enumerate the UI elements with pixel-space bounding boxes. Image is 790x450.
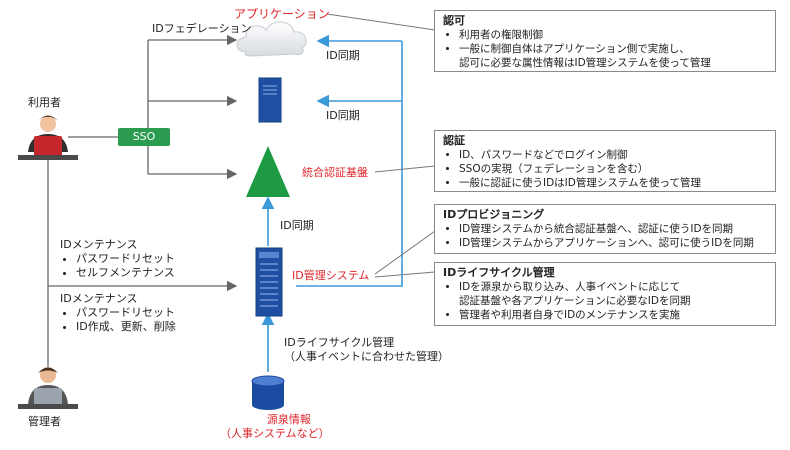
callout-item: 一般に制御自体はアプリケーション側で実施し、 認可に必要な属性情報はID管理シス… — [459, 42, 769, 70]
callout-item: 利用者の権限制御 — [459, 28, 769, 42]
auth-platform-label: 統合認証基盤 — [302, 166, 368, 179]
lifecycle-label-line2: （人事イベントに合わせた管理） — [284, 350, 449, 363]
callout-item: 管理者や利用者自身でIDのメンテナンスを実施 — [459, 308, 769, 322]
authorization-callout: 認可 利用者の権限制御 一般に制御自体はアプリケーション側で実施し、 認可に必要… — [434, 10, 776, 72]
user-maintenance-item: セルフメンテナンス — [76, 266, 175, 280]
source-label-line2: （人事システムなど） — [220, 427, 330, 440]
user-maintenance-item: パスワードリセット — [76, 252, 175, 266]
callout-item: SSOの実現（フェデレーションを含む） — [459, 162, 769, 176]
callout-item: ID、パスワードなどでログイン制御 — [459, 148, 769, 162]
triangle-icon — [246, 146, 290, 197]
server-rack-icon — [255, 247, 283, 317]
lifecycle-callout: IDライフサイクル管理 IDを源泉から取り込み、人事イベントに応じて 認証基盤や… — [434, 262, 776, 326]
callout-item: ID管理システムからアプリケーションへ、認可に使うIDを同期 — [459, 236, 769, 250]
idsync-label-2: ID同期 — [326, 109, 360, 122]
id-system-label: ID管理システム — [292, 269, 370, 282]
lifecycle-label-line1: IDライフサイクル管理 — [284, 336, 395, 349]
provisioning-lines — [261, 34, 403, 372]
user-connectors — [47, 34, 238, 370]
admin-label: 管理者 — [28, 415, 61, 428]
user-maintenance-title: IDメンテナンス — [60, 238, 138, 251]
source-label: 源泉情報 （人事システムなど） — [220, 413, 330, 441]
authentication-callout: 認証 ID、パスワードなどでログイン制御 SSOの実現（フェデレーションを含む）… — [434, 130, 776, 192]
callout-item: IDを源泉から取り込み、人事イベントに応じて 認証基盤や各アプリケーションに必要… — [459, 280, 769, 308]
admin-maintenance-item: パスワードリセット — [76, 306, 176, 320]
callout-title: 認可 — [443, 14, 465, 27]
idsync-label-1: ID同期 — [326, 49, 360, 62]
database-icon — [251, 375, 285, 410]
user-person-icon — [18, 115, 78, 160]
callout-title: 認証 — [443, 134, 465, 147]
callout-title: IDライフサイクル管理 — [443, 266, 555, 279]
admin-maintenance-item: ID作成、更新、削除 — [76, 320, 176, 334]
admin-maintenance-title: IDメンテナンス — [60, 292, 138, 305]
admin-person-icon — [18, 367, 78, 409]
idsync-label-3: ID同期 — [280, 219, 314, 232]
cloud-icon — [236, 21, 307, 57]
user-maintenance: IDメンテナンス パスワードリセット セルフメンテナンス — [60, 238, 175, 280]
federation-label: IDフェデレーション — [152, 22, 252, 35]
callout-item: 一般に認証に使うIDはID管理システムを使って管理 — [459, 176, 769, 190]
provisioning-callout: IDプロビジョニング ID管理システムから統合認証基盤へ、認証に使うIDを同期 … — [434, 204, 776, 254]
application-label: アプリケーション — [234, 7, 330, 21]
lifecycle-label: IDライフサイクル管理 （人事イベントに合わせた管理） — [284, 336, 449, 364]
source-label-line1: 源泉情報 — [266, 413, 311, 426]
admin-maintenance: IDメンテナンス パスワードリセット ID作成、更新、削除 — [60, 292, 176, 334]
callout-pointers — [326, 13, 436, 278]
callout-title: IDプロビジョニング — [443, 208, 545, 221]
server-icon — [258, 77, 282, 123]
user-label: 利用者 — [28, 96, 61, 109]
callout-item: ID管理システムから統合認証基盤へ、認証に使うIDを同期 — [459, 222, 769, 236]
sso-badge: SSO — [118, 128, 170, 146]
